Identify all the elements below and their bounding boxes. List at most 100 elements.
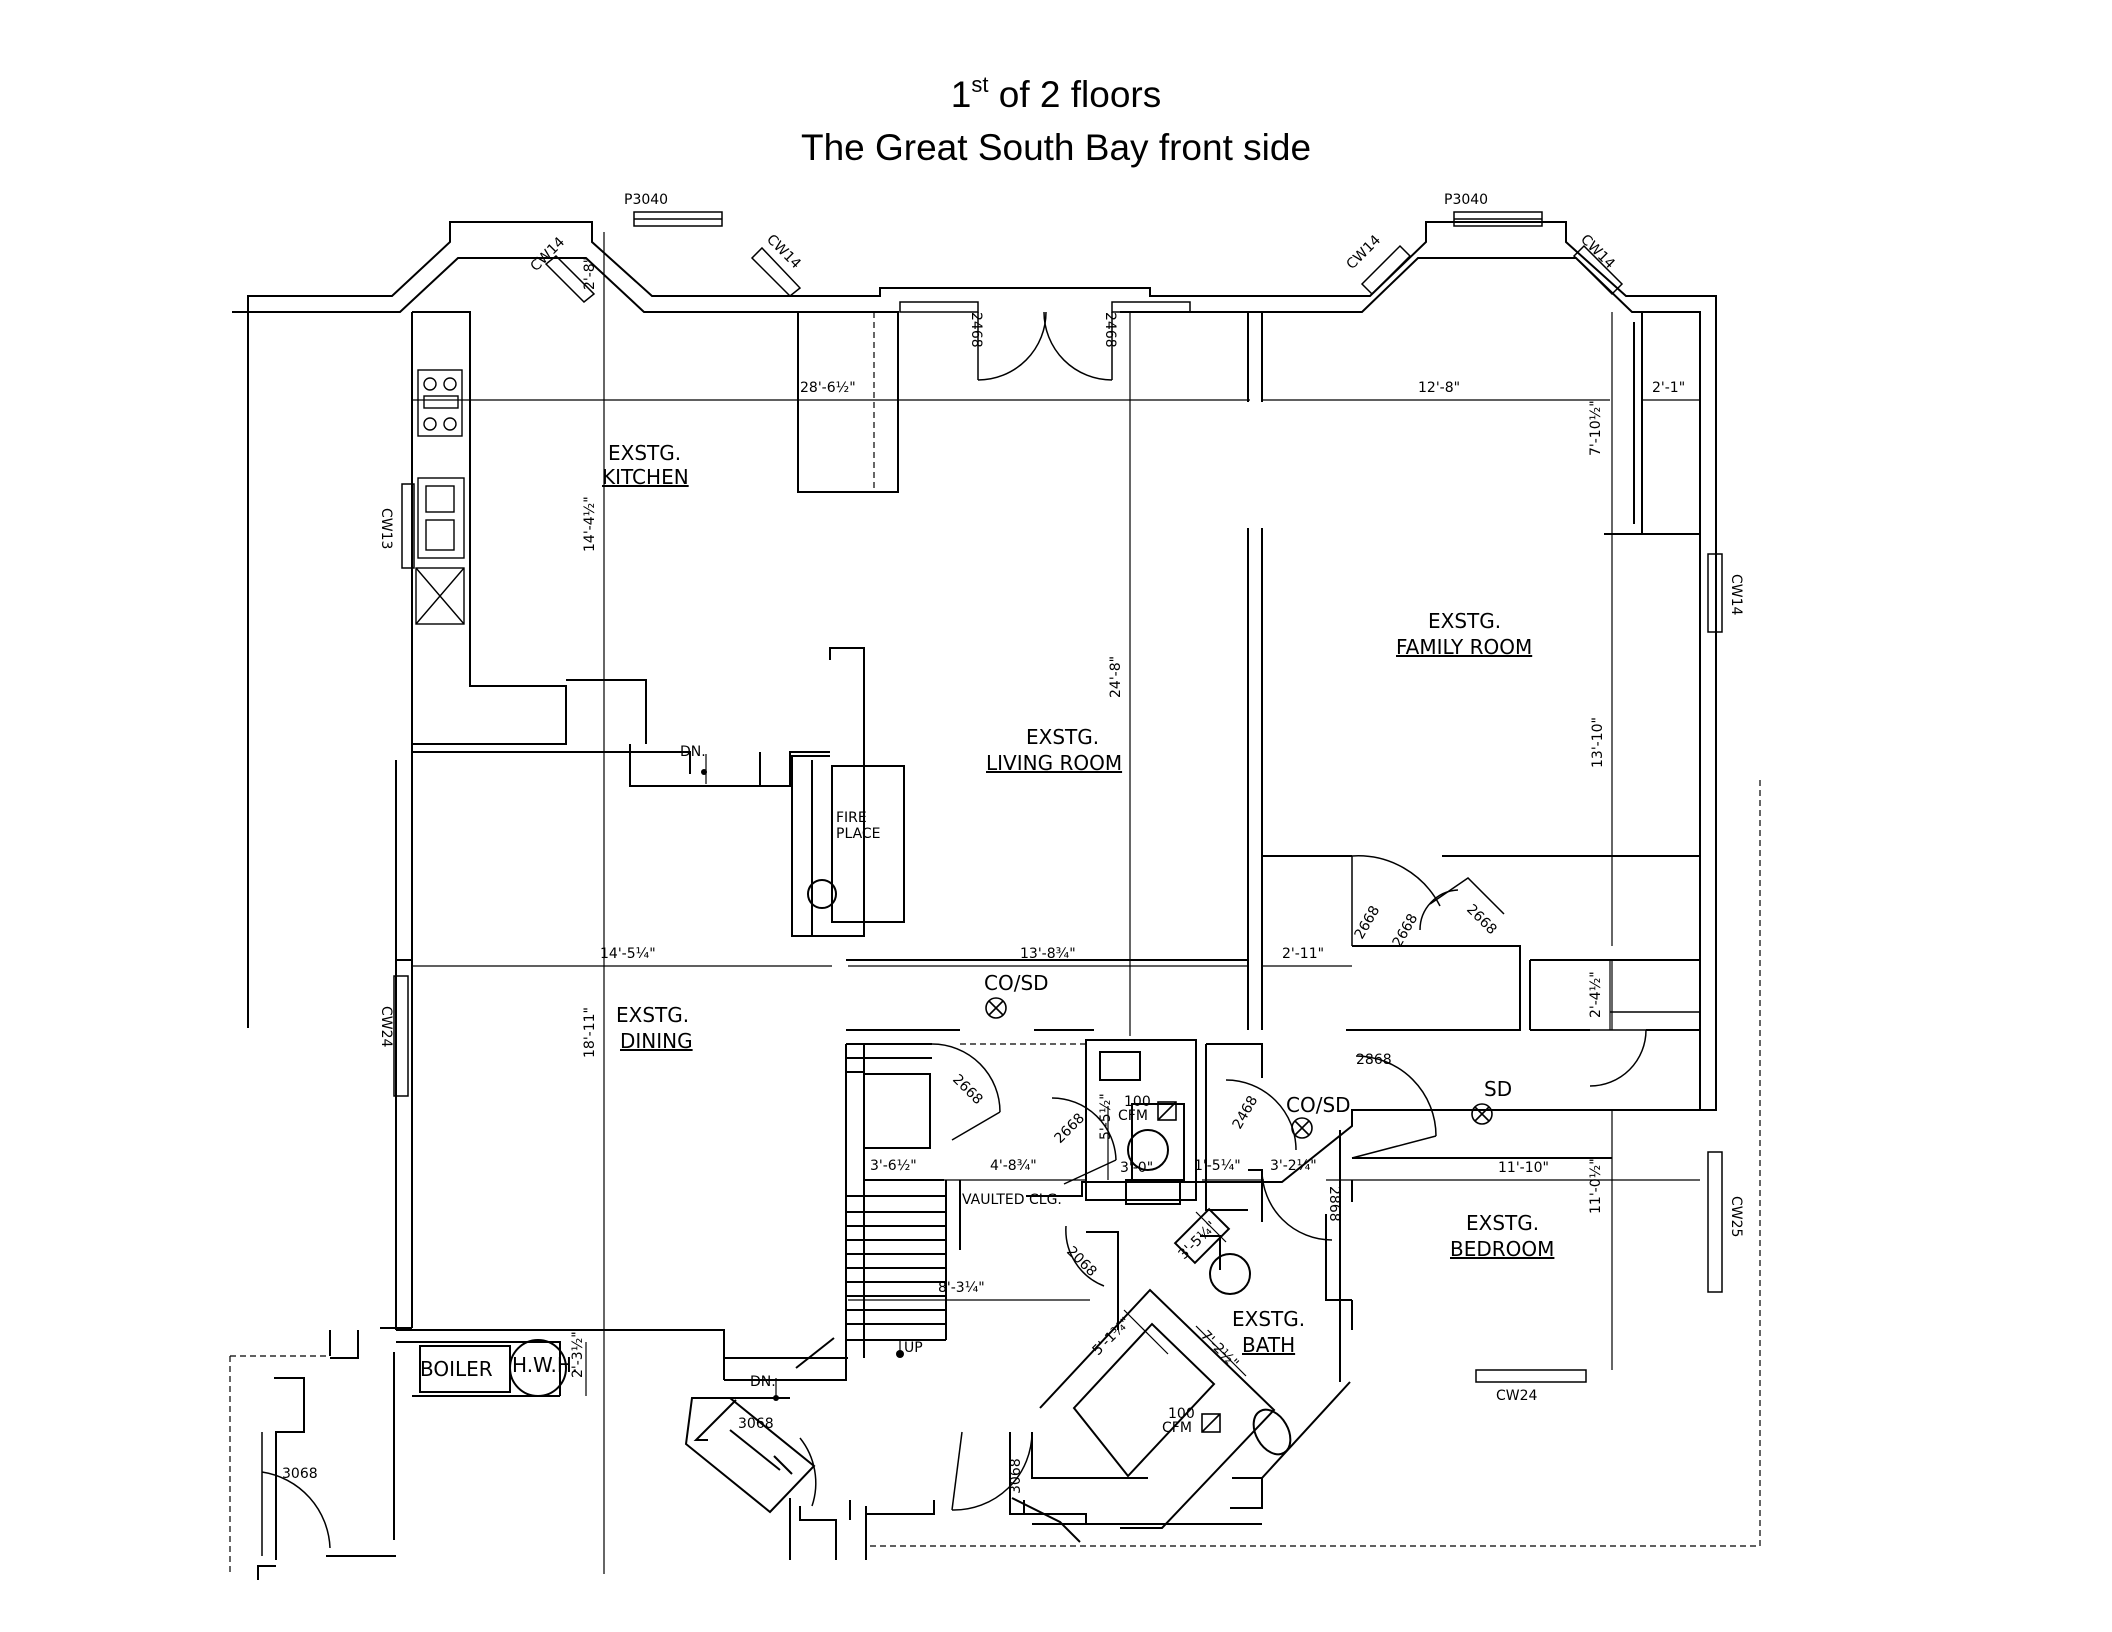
window-cw24-bottom: CW24 (1496, 1388, 1538, 1404)
window-cw13: CW13 (378, 508, 394, 549)
family-label-1: EXSTG. (1428, 609, 1501, 633)
window-p3040-right: P3040 (1444, 192, 1488, 208)
door-2068: 2068 (1063, 1244, 1100, 1281)
dim-3-6: 3'-6½" (870, 1158, 917, 1174)
dn-label-1: DN. (680, 744, 706, 760)
dim-2-4: 2'-4½" (1588, 971, 1604, 1018)
dim-3-5: 3'-5¼" (1176, 1218, 1220, 1262)
fan-label-2b: CFM (1162, 1420, 1192, 1436)
bath-label-2: BATH (1242, 1333, 1295, 1357)
title-floor-suffix: st (971, 72, 989, 97)
fireplace-label-2: PLACE (836, 826, 881, 842)
window-cw14-e: CW14 (1728, 574, 1744, 616)
stair-treads-top (846, 1057, 932, 1073)
kitchen-label-2: KITCHEN (602, 465, 689, 489)
fixture-labels: FIRE PLACE BOILER H.W.H. VAULTED CLG. 10… (420, 744, 1512, 1436)
dim-18-11: 18'-11" (582, 1007, 598, 1058)
door-3068-a: 3068 (282, 1466, 318, 1482)
cosd-symbol-living (985, 997, 1007, 1019)
window-cw14-b: CW14 (763, 232, 804, 273)
bedroom-label-2: BEDROOM (1450, 1237, 1554, 1261)
dim-13-10: 13'-10" (1590, 717, 1606, 768)
title-floor-rest: of 2 floors (988, 74, 1162, 115)
dim-14-5: 14'-5¼" (600, 946, 656, 962)
dim-5-5: 5'-5½" (1098, 1093, 1114, 1140)
dim-2-1: 2'-1" (1652, 380, 1685, 396)
cosd-label-living: CO/SD (984, 971, 1049, 995)
sd-symbol-bedroom (1471, 1103, 1493, 1125)
dim-11-0: 11'-0½" (1588, 1158, 1604, 1214)
door-2468-c: 2468 (1230, 1093, 1262, 1132)
door-3068-b: 3068 (738, 1416, 774, 1432)
dim-1-5: 1'-5¼" (1194, 1158, 1241, 1174)
smoke-detectors (985, 997, 1493, 1433)
bath-label-1: EXSTG. (1232, 1307, 1305, 1331)
dn-arrow-dot-2 (773, 1395, 779, 1401)
door-2668-b: 2668 (1390, 911, 1422, 950)
dashed-outlines (229, 312, 1761, 1574)
dn-label-2: DN. (750, 1374, 776, 1390)
kitchen-label-1: EXSTG. (608, 441, 681, 465)
sd-label-bedroom: SD (1484, 1077, 1512, 1101)
door-2668-e: 2668 (1052, 1110, 1089, 1147)
door-2868-a: 2868 (1356, 1052, 1392, 1068)
window-cw14-c: CW14 (1344, 232, 1385, 273)
cosd-label-hall: CO/SD (1286, 1093, 1351, 1117)
dim-3-2: 3'-2¼" (1270, 1158, 1317, 1174)
window-cw25: CW25 (1728, 1196, 1744, 1237)
fan-label-1a: 100 (1124, 1094, 1151, 1110)
title-floor-number: 1 (950, 74, 972, 115)
title-line-2: The Great South Bay front side (800, 127, 1312, 168)
dim-28-6: 28'-6½" (800, 380, 856, 396)
cosd-symbol-hall (1291, 1117, 1313, 1139)
dimension-lines (412, 232, 1700, 1574)
dim-2-11: 2'-11" (1282, 946, 1324, 962)
dim-11-10: 11'-10" (1498, 1160, 1549, 1176)
dim-3-0: 3'-0" (1120, 1160, 1153, 1176)
room-labels: EXSTG. KITCHEN EXSTG. LIVING ROOM EXSTG.… (602, 441, 1554, 1357)
fan-label-1b: CFM (1118, 1108, 1148, 1124)
door-2668-c: 2668 (1463, 902, 1500, 939)
living-label-1: EXSTG. (1026, 725, 1099, 749)
living-label-2: LIVING ROOM (986, 751, 1122, 775)
door-2668-d: 2668 (949, 1072, 986, 1109)
dim-24-8: 24'-8" (1108, 656, 1124, 698)
family-label-2: FAMILY ROOM (1396, 635, 1532, 659)
door-2468-a: 2468 (968, 312, 984, 348)
dim-4-8: 4'-8¾" (990, 1158, 1037, 1174)
dimension-labels: 28'-6½" 12'-8" 2'-1" 2'-8" 7'-10½" 14'-4… (570, 257, 1685, 1378)
windows-graphics (393, 211, 1723, 1383)
door-2468-b: 2468 (1102, 312, 1118, 348)
fan-label-2a: 100 (1168, 1406, 1195, 1422)
boiler-label: BOILER (420, 1357, 493, 1381)
fireplace-label-1: FIRE (836, 810, 867, 826)
bedroom-label-1: EXSTG. (1466, 1211, 1539, 1235)
door-3068-c: 3068 (1008, 1458, 1024, 1494)
dim-14-4: 14'-4½" (582, 496, 598, 552)
kitchen-appliances (415, 369, 465, 625)
vaulted-ceiling-label: VAULTED CLG. (962, 1192, 1062, 1208)
door-swings (261, 311, 1700, 1556)
window-p3040-left: P3040 (624, 192, 668, 208)
door-2868-b: 2868 (1326, 1186, 1342, 1222)
door-2668-a: 2668 (1352, 903, 1384, 942)
window-cw24-left: CW24 (378, 1006, 394, 1048)
up-arrow-dot (896, 1350, 904, 1358)
dim-12-8: 12'-8" (1418, 380, 1460, 396)
hwh-label: H.W.H. (512, 1353, 578, 1377)
dim-5-1: 5'-1¾" (1090, 1314, 1134, 1358)
dim-2-8: 2'-8" (582, 257, 598, 290)
up-label: UP (904, 1340, 923, 1356)
dn-arrow-dot-1 (701, 769, 707, 775)
dim-2-3: 2'-3½" (570, 1331, 586, 1378)
dim-7-2: 7'-2½" (1197, 1328, 1241, 1372)
dim-7-10: 7'-10½" (1588, 400, 1604, 456)
title-line-1: 1st of 2 floors (0, 58, 2112, 121)
fan-symbol-1 (1157, 1101, 1177, 1121)
dim-8-3: 8'-3¼" (938, 1280, 985, 1296)
title-block: 1st of 2 floors The Great South Bay fron… (0, 58, 2112, 174)
dim-13-8: 13'-8¾" (1020, 946, 1076, 962)
dining-label-1: EXSTG. (616, 1003, 689, 1027)
stair-treads-lower (846, 1180, 961, 1341)
